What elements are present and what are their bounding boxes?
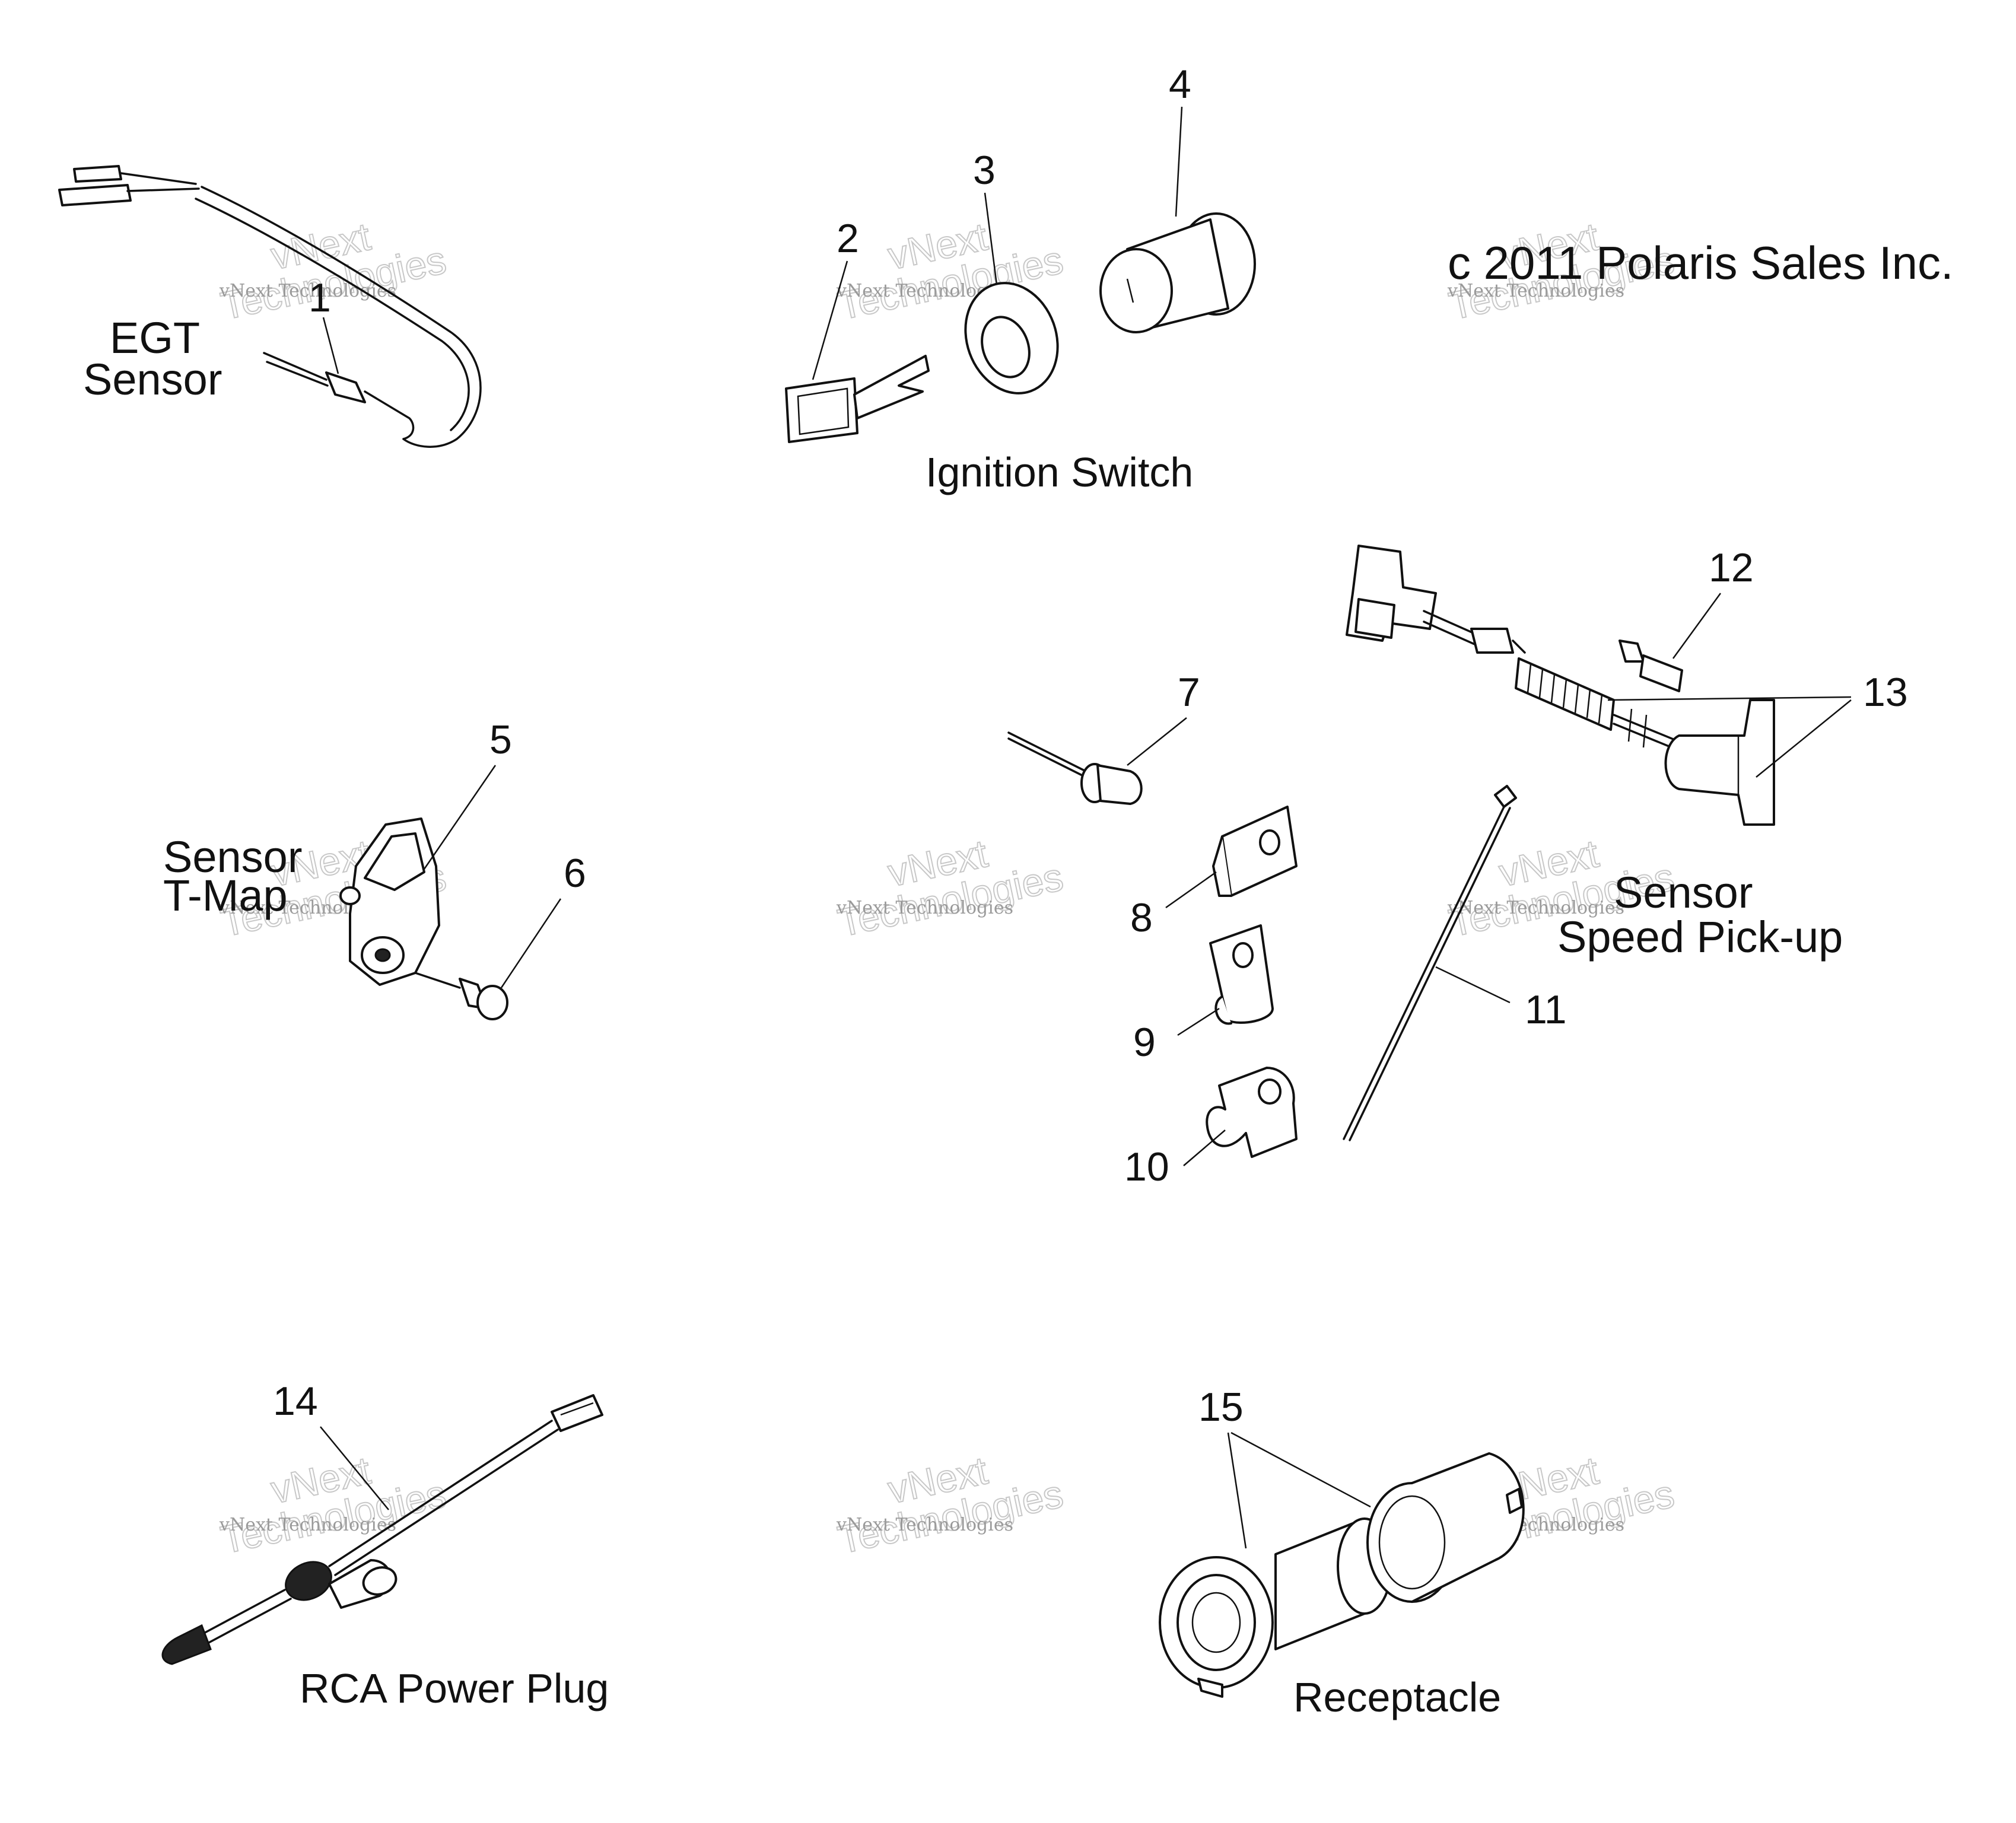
leader-13b [1756,699,1852,778]
ignition-switch-group: 2 3 4 Ignition Switch [785,62,1256,495]
callout-8: 8 [1130,895,1153,940]
svg-text:vNext Technologies: vNext Technologies [1447,898,1624,918]
tmap-label-line1: Sensor [163,832,302,882]
svg-text:vNext Technologies: vNext Technologies [219,281,396,301]
leader-4 [1175,106,1183,217]
receptacle-group: 15 Receptacle [1159,1385,1525,1720]
leader-10 [1183,1130,1226,1166]
watermark: Technologies vNext vNext Technologies [834,1447,1067,1563]
cable-tie-head [1494,785,1517,808]
callout-15: 15 [1198,1385,1244,1430]
ignition-switch-label: Ignition Switch [926,449,1193,495]
callout-12: 12 [1709,545,1754,590]
rca-plug-tip [161,1624,212,1665]
egt-sensor-wire [201,186,482,448]
callout-5: 5 [489,717,512,762]
leader-8 [1165,871,1217,909]
leader-2 [812,260,848,380]
leader-15a [1227,1432,1247,1549]
egt-label-line2: Sensor [83,355,222,404]
leader-13a [1607,696,1852,701]
svg-text:vNext Technologies: vNext Technologies [836,898,1013,918]
clips-group: 7 8 9 10 [1007,670,1298,1189]
leader-9 [1177,1007,1220,1036]
rca-cable [328,1420,553,1567]
svg-text:vNext Technologies: vNext Technologies [1447,281,1624,301]
callout-14: 14 [273,1379,318,1424]
pin-head [1096,764,1143,805]
cable-tie-strap [1343,806,1505,1140]
callout-11: 11 [1525,987,1567,1032]
pin-shaft [1007,731,1093,775]
egt-connector-b [73,165,122,183]
ignition-key [785,377,858,443]
callout-1: 1 [309,275,331,320]
tmap-label-line2: T-Map [163,871,288,920]
rca-power-plug-label: RCA Power Plug [300,1665,609,1711]
callout-9: 9 [1133,1020,1156,1065]
egt-probe [263,352,327,381]
callout-7: 7 [1178,670,1200,715]
watermark: Technologies vNext vNext Technologies [217,1447,450,1563]
svg-text:vNext Technologies: vNext Technologies [219,1515,396,1535]
speed-pickup-bolt [1618,640,1645,663]
leader-3 [984,192,998,285]
watermark: Technologies vNext vNext Technologies [834,831,1067,946]
callout-6: 6 [564,851,586,896]
speed-pickup-label-line1: Sensor [1614,868,1753,917]
speed-pickup-label-line2: Speed Pick-up [1557,912,1843,962]
egt-sensor-wire-inner [195,198,470,431]
tmap-sensor-group: 5 6 Sensor T-Map [163,717,586,1020]
leader-5 [423,765,497,870]
callout-2: 2 [837,216,859,261]
speed-pickup-grommet [1470,628,1514,654]
callout-3: 3 [973,148,996,193]
callout-13: 13 [1863,670,1908,715]
leader-12 [1672,593,1722,659]
rca-grommet [285,1561,332,1601]
egt-probe-nut [325,371,366,403]
receptacle-label: Receptacle [1293,1674,1501,1720]
callout-10: 10 [1124,1144,1169,1189]
leader-14 [320,1426,389,1510]
speed-pickup-sensor-body [1664,699,1775,826]
rca-connector [551,1394,603,1432]
leader-6 [500,898,562,988]
clip-8 [1221,806,1298,897]
egt-sensor-part: EGT Sensor 1 [58,165,482,448]
leader-15b [1230,1431,1371,1508]
egt-label-line1: EGT [110,313,200,362]
callout-4: 4 [1169,62,1191,107]
svg-text:vNext Technologies: vNext Technologies [836,1515,1013,1535]
cable-tie-group: 11 [1343,785,1567,1141]
leader-1 [322,317,339,374]
copyright-notice: c 2011 Polaris Sales Inc. [1448,237,1954,289]
leader-7 [1127,717,1187,766]
clip-10 [1206,1067,1298,1158]
speed-pickup-group: 12 13 Sensor Speed Pick-up [1346,545,1908,962]
egt-connector-a [58,184,132,206]
rca-power-plug-group: 14 RCA Power Plug [161,1379,609,1711]
leader-11 [1435,966,1511,1004]
